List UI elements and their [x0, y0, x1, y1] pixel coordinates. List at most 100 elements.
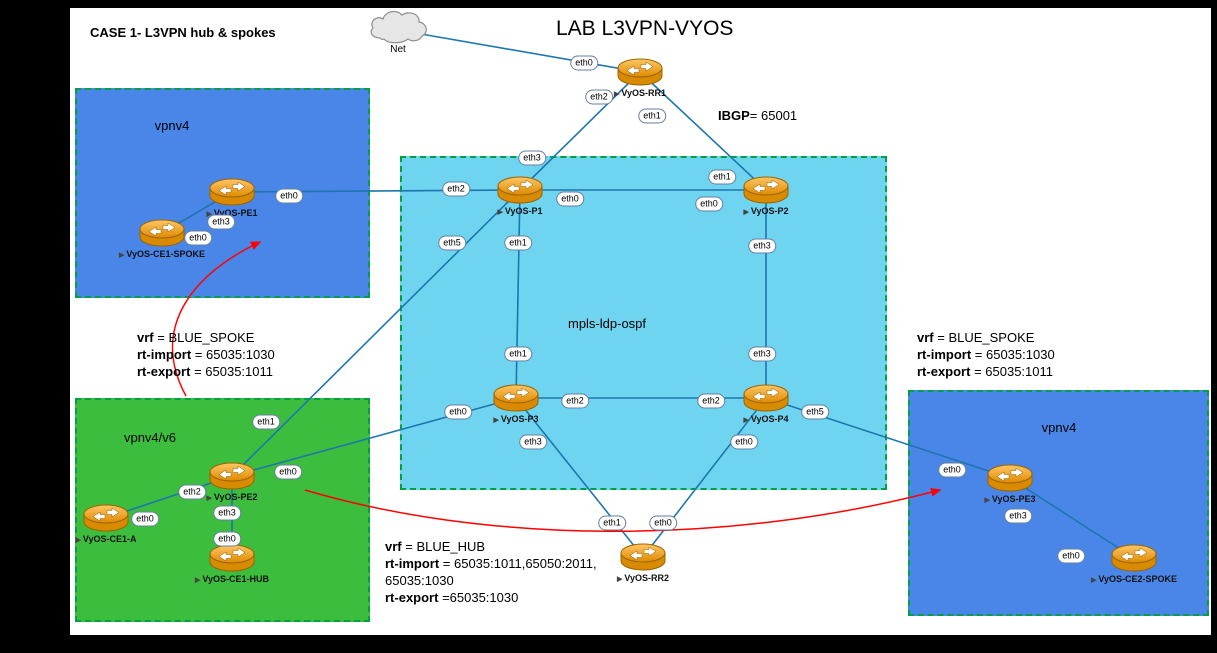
page-title: LAB L3VPN-VYOS	[556, 17, 734, 40]
router-VyOS-PE1[interactable]: ▶VyOS-PE1	[206, 177, 258, 218]
interface-label-eth0: eth0	[213, 531, 241, 547]
label-marker-icon: ▶	[497, 209, 503, 216]
router-label: ▶VyOS-CE1-SPOKE	[119, 249, 205, 259]
router-label: ▶VyOS-P2	[743, 206, 788, 216]
router-VyOS-CE1-SPOKE[interactable]: ▶VyOS-CE1-SPOKE	[119, 218, 205, 259]
label-marker-icon: ▶	[75, 537, 81, 544]
interface-label-eth1: eth1	[598, 515, 626, 531]
router-icon	[83, 504, 129, 532]
rt-import-value: = 65035:1030	[971, 347, 1055, 362]
router-VyOS-RR1[interactable]: ▶VyOS-RR1	[614, 57, 666, 98]
cloud-label: Net	[390, 44, 406, 55]
interface-label-eth5: eth5	[438, 235, 466, 251]
interface-label-eth0: eth0	[556, 191, 584, 207]
router-icon	[987, 464, 1033, 492]
router-VyOS-PE2[interactable]: ▶VyOS-PE2	[206, 461, 258, 502]
router-VyOS-P3[interactable]: ▶VyOS-P3	[491, 383, 541, 424]
rt-import-cont-value: 65035:1030	[385, 573, 454, 588]
interface-label-eth0: eth0	[275, 188, 303, 204]
router-name: VyOS-PE3	[991, 494, 1036, 504]
label-marker-icon: ▶	[613, 91, 620, 98]
interface-label-eth1: eth1	[504, 235, 532, 251]
router-icon	[497, 176, 543, 204]
rt-import-value: = 65035:1030	[191, 347, 275, 362]
router-name: VyOS-CE2-SPOKE	[1098, 574, 1178, 584]
interface-label-eth5: eth5	[801, 404, 829, 420]
rt-import-key: rt-import	[137, 347, 192, 362]
interface-label-eth0: eth0	[649, 515, 677, 531]
interface-label-eth1: eth1	[708, 169, 736, 185]
zone-label: vpnv4/v6	[123, 430, 177, 445]
router-icon	[139, 219, 185, 247]
rt-import-key: rt-import	[385, 556, 440, 571]
router-icon	[493, 384, 539, 412]
vrf-key: vrf	[137, 330, 154, 345]
router-VyOS-PE3[interactable]: ▶VyOS-PE3	[984, 463, 1036, 504]
interface-label-eth2: eth2	[178, 484, 206, 500]
label-marker-icon: ▶	[743, 417, 749, 424]
router-name: VyOS-CE1-A	[82, 534, 137, 544]
zone-label: vpnv4	[1041, 420, 1077, 435]
interface-label-eth3: eth3	[519, 434, 547, 450]
cloud-icon	[370, 10, 427, 44]
router-name: VyOS-CE1-SPOKE	[126, 249, 206, 259]
annotation-ibgp: IBGP= 65001	[718, 107, 797, 124]
interface-label-eth0: eth0	[274, 464, 302, 480]
router-VyOS-RR2[interactable]: ▶VyOS-RR2	[617, 542, 669, 583]
label-marker-icon: ▶	[1090, 577, 1097, 584]
label-marker-icon: ▶	[493, 417, 499, 424]
interface-label-eth3: eth3	[213, 505, 241, 521]
label-marker-icon: ▶	[206, 495, 212, 502]
router-VyOS-CE1-HUB[interactable]: ▶VyOS-CE1-HUB	[195, 543, 269, 584]
interface-label-eth0: eth0	[695, 196, 723, 212]
router-VyOS-P4[interactable]: ▶VyOS-P4	[741, 383, 791, 424]
vrf-value: = BLUE_HUB	[401, 539, 486, 554]
interface-label-eth2: eth2	[442, 181, 470, 197]
router-VyOS-CE1-A[interactable]: ▶VyOS-CE1-A	[75, 503, 137, 544]
interface-label-eth0: eth0	[444, 404, 472, 420]
router-name: VyOS-PE2	[213, 492, 258, 502]
rt-export-value: = 65035:1011	[190, 364, 273, 379]
interface-label-eth3: eth3	[748, 346, 776, 362]
router-icon	[617, 58, 663, 86]
router-VyOS-P1[interactable]: ▶VyOS-P1	[495, 175, 545, 216]
ibgp-bold: IBGP	[718, 108, 750, 123]
ibgp-value: = 65001	[749, 108, 798, 123]
router-label: ▶VyOS-P3	[493, 414, 538, 424]
interface-label-eth0: eth0	[938, 462, 966, 478]
router-name: VyOS-RR1	[621, 88, 667, 98]
annotation-spoke-left: vrf = BLUE_SPOKE rt-import = 65035:1030 …	[137, 329, 275, 380]
internet-cloud[interactable]: Net	[366, 8, 430, 55]
router-icon	[1111, 544, 1157, 572]
interface-label-eth2: eth2	[585, 89, 613, 105]
router-label: ▶VyOS-PE2	[206, 492, 257, 502]
router-icon	[209, 462, 255, 490]
router-name: VyOS-RR2	[624, 573, 670, 583]
interface-label-eth3: eth3	[207, 214, 235, 230]
router-VyOS-P2[interactable]: ▶VyOS-P2	[741, 175, 791, 216]
router-name: VyOS-P2	[750, 206, 789, 216]
router-VyOS-CE2-SPOKE[interactable]: ▶VyOS-CE2-SPOKE	[1091, 543, 1177, 584]
vrf-key: vrf	[385, 539, 402, 554]
interface-label-eth3: eth3	[518, 150, 546, 166]
interface-label-eth2: eth2	[561, 393, 589, 409]
rt-export-value: = 65035:1011	[970, 364, 1053, 379]
router-label: ▶VyOS-P1	[497, 206, 542, 216]
interface-label-eth0: eth0	[730, 434, 758, 450]
interface-label-eth1: eth1	[638, 108, 666, 124]
router-label: ▶VyOS-RR2	[617, 573, 669, 583]
router-icon	[620, 543, 666, 571]
zone-label: vpnv4	[154, 118, 190, 133]
vrf-value: = BLUE_SPOKE	[933, 330, 1035, 345]
router-icon	[209, 178, 255, 206]
annotation-blue-hub: vrf = BLUE_HUB rt-import = 65035:1011,65…	[385, 538, 597, 606]
router-icon	[743, 176, 789, 204]
label-marker-icon: ▶	[616, 576, 623, 583]
router-label: ▶VyOS-RR1	[614, 88, 666, 98]
label-marker-icon: ▶	[743, 209, 749, 216]
interface-label-eth3: eth3	[748, 238, 776, 254]
rt-export-key: rt-export	[917, 364, 971, 379]
interface-label-eth0: eth0	[570, 55, 598, 71]
